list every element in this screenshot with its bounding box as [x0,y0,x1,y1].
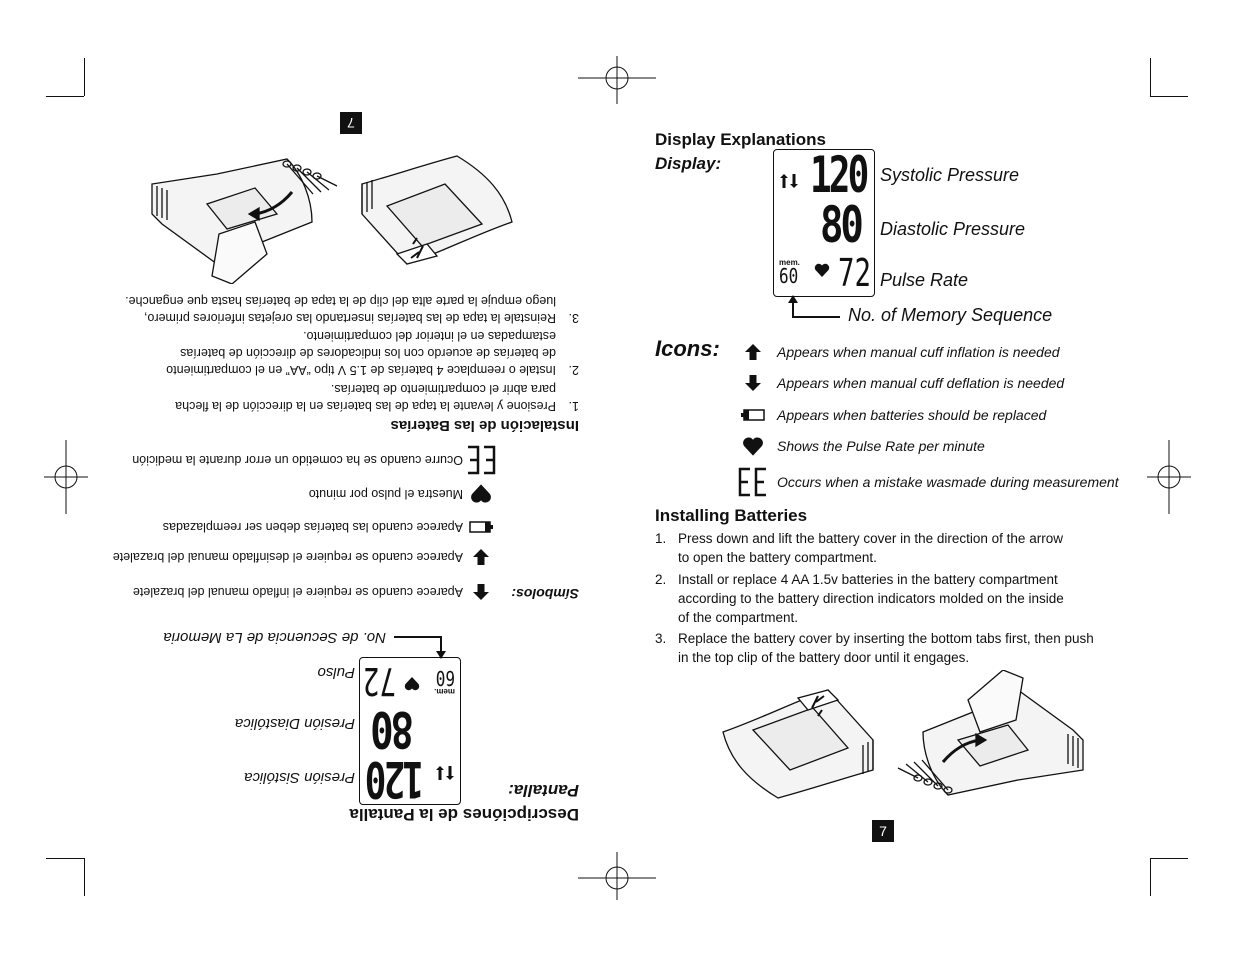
arrows-up-down-icon [436,766,454,780]
lcd-pulse: 72 [838,251,871,295]
registration-mark-bottom [578,852,656,900]
lp-icon-desc: Aparece cuando las baterías deben ser re… [162,520,463,534]
lp-icon-row-heart: Muestra el pulso por minuto [79,482,499,506]
icon-row-heart: Shows the Pulse Rate per minute [735,434,1155,458]
error-ee-icon [738,467,766,497]
lp-memory-pointer-arrow [394,636,446,659]
lp-lcd-memory: 60 [435,666,455,690]
lp-label-memory: No. de Secuencia de La Memoria [163,629,386,646]
error-ee-icon [468,445,496,475]
registration-mark-top [578,56,656,104]
icon-desc: Appears when manual cuff inflation is ne… [777,344,1060,360]
icon-desc: Appears when batteries should be replace… [777,407,1047,423]
label-systolic: Systolic Pressure [880,165,1020,185]
arrows-up-down-icon [780,174,798,188]
lp-icon-row-battery: Aparece cuando las baterías deben ser re… [79,515,499,539]
lp-label-diastolic: Presión Diastólica [234,715,355,732]
lp-icon-desc: Aparece cuando se requiere el inflado ma… [132,585,463,599]
heart-icon [743,437,763,456]
registration-mark-right [1147,440,1191,514]
lp-step-1: 1. Presione y levante la tapa de las bat… [175,382,579,413]
lp-icon-row-error: Ocurre cuando se ha cometido un error du… [79,444,499,476]
lp-lcd-pulse: 72 [363,659,396,703]
icon-desc: Appears when manual cuff deflation is ne… [777,375,1065,391]
lcd-memory: 60 [779,264,799,288]
icon-row-deflate: Appears when manual cuff deflation is ne… [735,371,1155,395]
label-pulse: Pulse Rate [880,270,969,290]
arrow-up-icon [745,344,761,360]
label-memory: No. of Memory Sequence [848,305,1053,325]
arrow-down-icon [473,549,489,565]
lp-icon-desc: Aparece cuando se requiere el desinflado… [112,550,463,564]
lp-icon-desc: Ocurre cuando se ha cometido un error du… [132,453,463,467]
icon-row-error: Occurs when a mistake wasmade during mea… [735,466,1155,498]
lp-step-2: 2. Instale o reemplace 4 baterías de 1.5… [166,329,579,377]
memory-pointer-arrow [788,295,840,318]
lcd-display: 120 80 mem. 60 72 [773,146,875,297]
display-label: Display: [655,154,722,173]
heart-icon [404,677,420,691]
lp-label-pulse: Pulso [317,664,355,681]
lp-lcd-diastolic: 80 [373,700,414,758]
icon-row-battery: Appears when batteries should be replace… [735,403,1155,427]
lp-page-number: 7 [340,112,362,134]
display-explanations-heading: Display Explanations [655,130,826,149]
lcd-systolic: 120 [810,146,869,204]
page-number: 7 [872,820,894,842]
lp-lcd-display: 120 80 mem. 60 72 [359,657,461,808]
lp-display-label: Pantalla: [508,781,579,800]
installing-heading: Installing Batteries [655,506,808,525]
battery-icon [741,409,765,421]
step-1: 1. Press down and lift the battery cover… [655,531,1063,565]
step-2: 2. Install or replace 4 AA 1.5v batterie… [655,572,1064,625]
registration-mark-left [44,440,88,514]
lp-icon-row-inflate: Aparece cuando se requiere el inflado ma… [79,580,499,604]
left-page: Descripciónes de la Pantalla Pantalla: 1… [0,0,617,954]
lcd-mem-label: mem. [779,258,800,267]
icon-desc: Shows the Pulse Rate per minute [777,438,985,454]
arrow-up-icon [473,584,489,600]
lp-step-3: 3. Reinstale la tapa de las baterías ins… [125,294,579,325]
arrow-down-icon [745,375,761,391]
icon-row-inflate: Appears when manual cuff inflation is ne… [735,340,1155,364]
battery-icon [469,521,493,533]
battery-cover-illustration [722,670,1084,799]
lp-lcd-systolic: 120 [367,750,424,808]
step-3: 3. Replace the battery cover by insertin… [655,631,1094,665]
lp-icons-label: Símbolos: [511,586,579,602]
lp-icon-row-deflate: Aparece cuando se requiere el desinflado… [79,545,499,569]
label-diastolic: Diastolic Pressure [880,219,1026,239]
icon-desc: Occurs when a mistake wasmade during mea… [777,474,1119,490]
lp-installing-heading: Instalación de las Baterías [390,417,579,434]
lp-battery-cover-illustration [151,155,513,284]
lp-label-systolic: Presión Sistólica [244,769,355,786]
heart-icon [471,484,491,503]
icons-label: Icons: [655,336,720,361]
lp-icon-desc: Muestra el pulso por minuto [308,487,463,501]
heart-icon [814,263,830,277]
lcd-diastolic: 80 [820,196,864,254]
